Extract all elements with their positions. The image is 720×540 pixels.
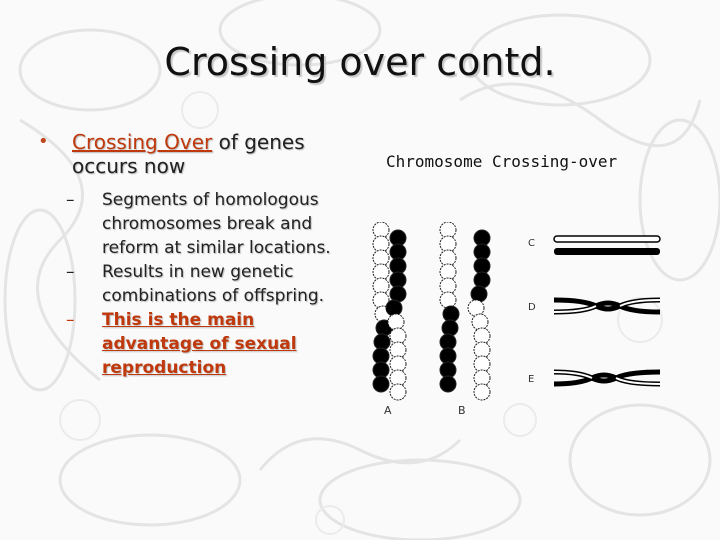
sub-bullet-text: Results in new genetic combinations of o…	[102, 262, 325, 306]
black-bead	[470, 285, 488, 303]
white-bead	[471, 313, 489, 331]
crossing-over-term: Crossing Over	[72, 130, 213, 154]
sub-bullet-text-highlight: This is the main advantage of sexual rep…	[102, 310, 297, 378]
label-d: D	[528, 302, 536, 313]
sub-bullet: – This is the main advantage of sexual r…	[66, 308, 358, 380]
strand-pair-c	[553, 235, 661, 255]
white-bead	[467, 299, 485, 317]
main-bullet-text-line2: occurs now	[72, 154, 186, 178]
label-e: E	[528, 374, 534, 385]
white-bead	[439, 291, 457, 309]
chromosome-figure: C D E A B	[372, 222, 661, 417]
black-bead	[473, 271, 491, 289]
sub-bullet-text: Segments of homologous chromosomes break…	[102, 190, 331, 258]
sub-bullet-list: – Segments of homologous chromosomes bre…	[66, 188, 358, 380]
sub-bullet-marker: –	[66, 310, 75, 330]
bullet-marker: •	[38, 131, 49, 152]
main-bullet-text: Crossing Over of genes occurs now	[72, 130, 305, 178]
black-bead	[389, 285, 407, 303]
sub-bullet: – Results in new genetic combinations of…	[66, 260, 358, 308]
figure-title: Chromosome Crossing-over	[386, 152, 618, 171]
main-bullet-text-line1: of genes	[212, 130, 305, 154]
chromosome-strands	[372, 222, 491, 401]
label-b: B	[458, 404, 466, 417]
label-c: C	[528, 238, 535, 249]
slide-body: • Crossing Over of genes occurs now – Se…	[38, 130, 358, 380]
black-bead	[372, 375, 390, 393]
black-bead	[385, 299, 403, 317]
strand-pair-e	[553, 369, 661, 387]
black-bead	[441, 319, 459, 337]
strand-pair-d	[553, 297, 661, 315]
black-bead	[439, 375, 457, 393]
white-bead	[389, 383, 407, 401]
white-bead	[473, 383, 491, 401]
main-bullet: • Crossing Over of genes occurs now	[38, 130, 358, 178]
sub-bullet-marker: –	[66, 262, 75, 282]
white-bead	[387, 313, 405, 331]
label-a: A	[384, 404, 392, 417]
slide-title: Crossing over contd.	[164, 40, 556, 84]
sub-bullet: – Segments of homologous chromosomes bre…	[66, 188, 358, 260]
sub-bullet-marker: –	[66, 190, 75, 210]
